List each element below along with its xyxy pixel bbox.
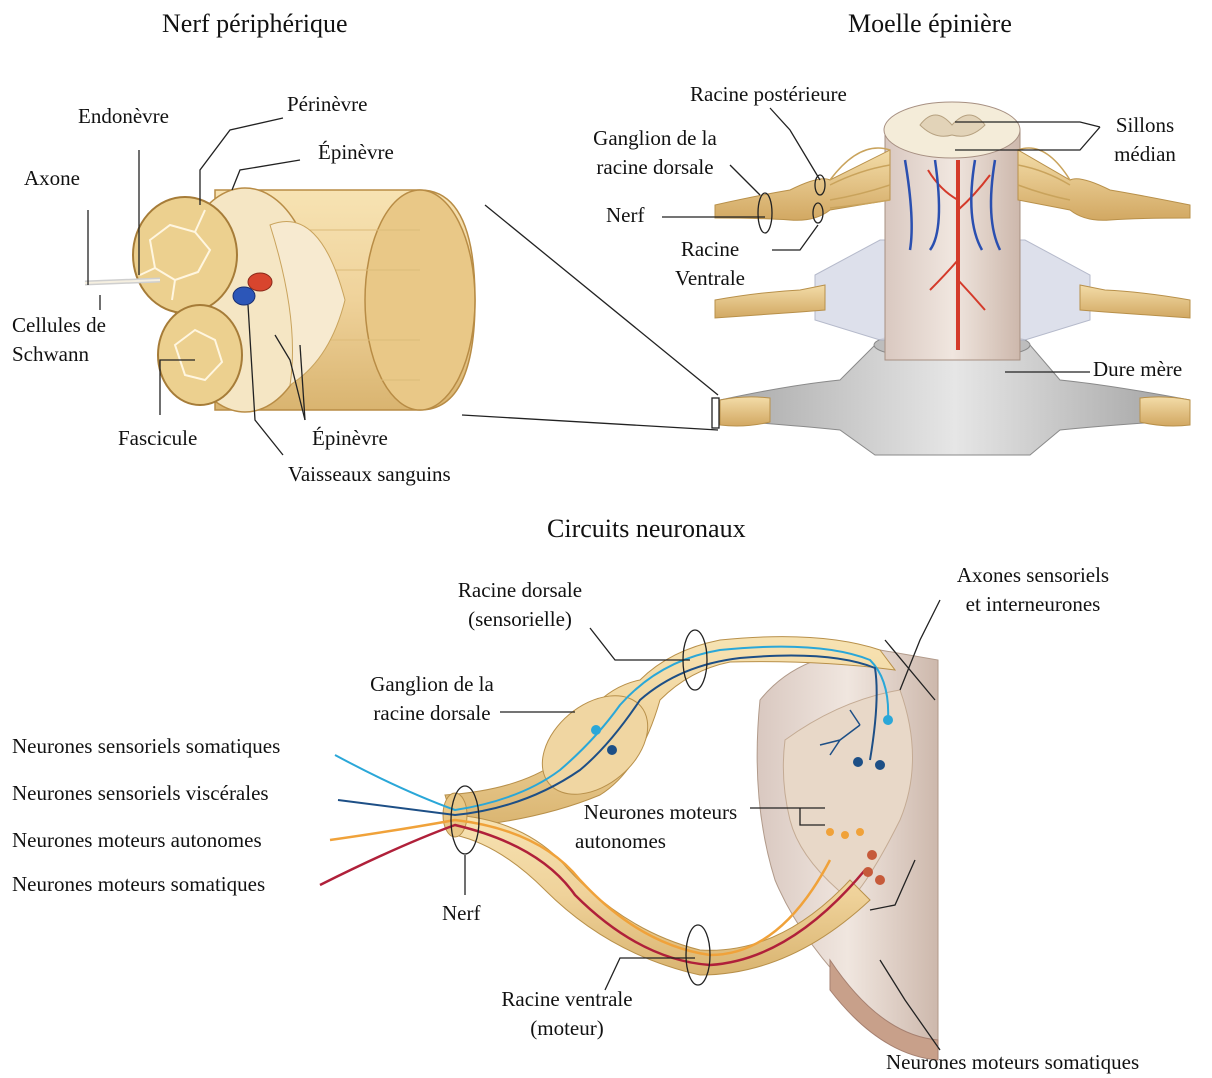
- label-dura-mater: Dure mère: [1093, 355, 1182, 384]
- label-ventral-root-line2: Ventrale: [660, 264, 760, 293]
- label-median-sulci-line1: Sillons: [1100, 111, 1190, 140]
- label-drg-line1: Ganglion de la: [580, 124, 730, 153]
- label-fascicle: Fascicule: [118, 424, 197, 453]
- label-epineurium-top: Épinèvre: [318, 138, 394, 167]
- label-dorsal-root-line1: Racine dorsale: [440, 576, 600, 605]
- label-perineurium: Périnèvre: [287, 90, 367, 119]
- label-epineurium-bottom: Épinèvre: [312, 424, 388, 453]
- label-posterior-root: Racine postérieure: [690, 80, 847, 109]
- label-circuit-drg-line1: Ganglion de la: [352, 670, 512, 699]
- label-schwann-cells-line1: Cellules de: [12, 311, 106, 340]
- label-ventral-root-line1: Racine: [660, 235, 760, 264]
- label-ventral-root-motor-line1: Racine ventrale: [492, 985, 642, 1014]
- label-visceral-sensory-neurons: Neurones sensoriels viscérales: [12, 779, 269, 808]
- label-median-sulci-line2: médian: [1100, 140, 1190, 169]
- label-blood-vessels: Vaisseaux sanguins: [288, 460, 451, 489]
- label-sensory-axons-line1: Axones sensoriels: [938, 561, 1128, 590]
- label-circuit-drg-line2: racine dorsale: [352, 699, 512, 728]
- label-autonomic-motor-cord-line1: Neurones moteurs: [568, 798, 753, 827]
- label-somatic-motor-neurons: Neurones moteurs somatiques: [12, 870, 265, 899]
- label-cord-nerve: Nerf: [606, 201, 644, 230]
- lower-fascicle: [158, 305, 242, 405]
- label-circuit-nerve: Nerf: [442, 899, 480, 928]
- label-drg-line2: racine dorsale: [580, 153, 730, 182]
- label-autonomic-motor-cord-line2: autonomes: [575, 827, 666, 856]
- title-spinal-cord: Moelle épinière: [848, 8, 1012, 40]
- label-axon: Axone: [24, 164, 80, 193]
- label-endoneurium: Endonèvre: [78, 102, 169, 131]
- label-sensory-axons-line2: et interneurones: [938, 590, 1128, 619]
- label-schwann-cells-line2: Schwann: [12, 340, 89, 369]
- label-somatic-sensory-neurons: Neurones sensoriels somatiques: [12, 732, 280, 761]
- label-dorsal-root-line2: (sensorielle): [440, 605, 600, 634]
- title-peripheral-nerve: Nerf périphérique: [162, 8, 348, 40]
- label-ventral-root-motor-line2: (moteur): [492, 1014, 642, 1043]
- label-somatic-motor-neurons-bottom: Neurones moteurs somatiques: [886, 1048, 1139, 1077]
- peripheral-nerve-illustration: [85, 188, 475, 412]
- label-autonomic-motor-neurons: Neurones moteurs autonomes: [12, 826, 262, 855]
- upper-fascicle: [133, 197, 237, 313]
- title-neural-circuits: Circuits neuronaux: [547, 513, 746, 545]
